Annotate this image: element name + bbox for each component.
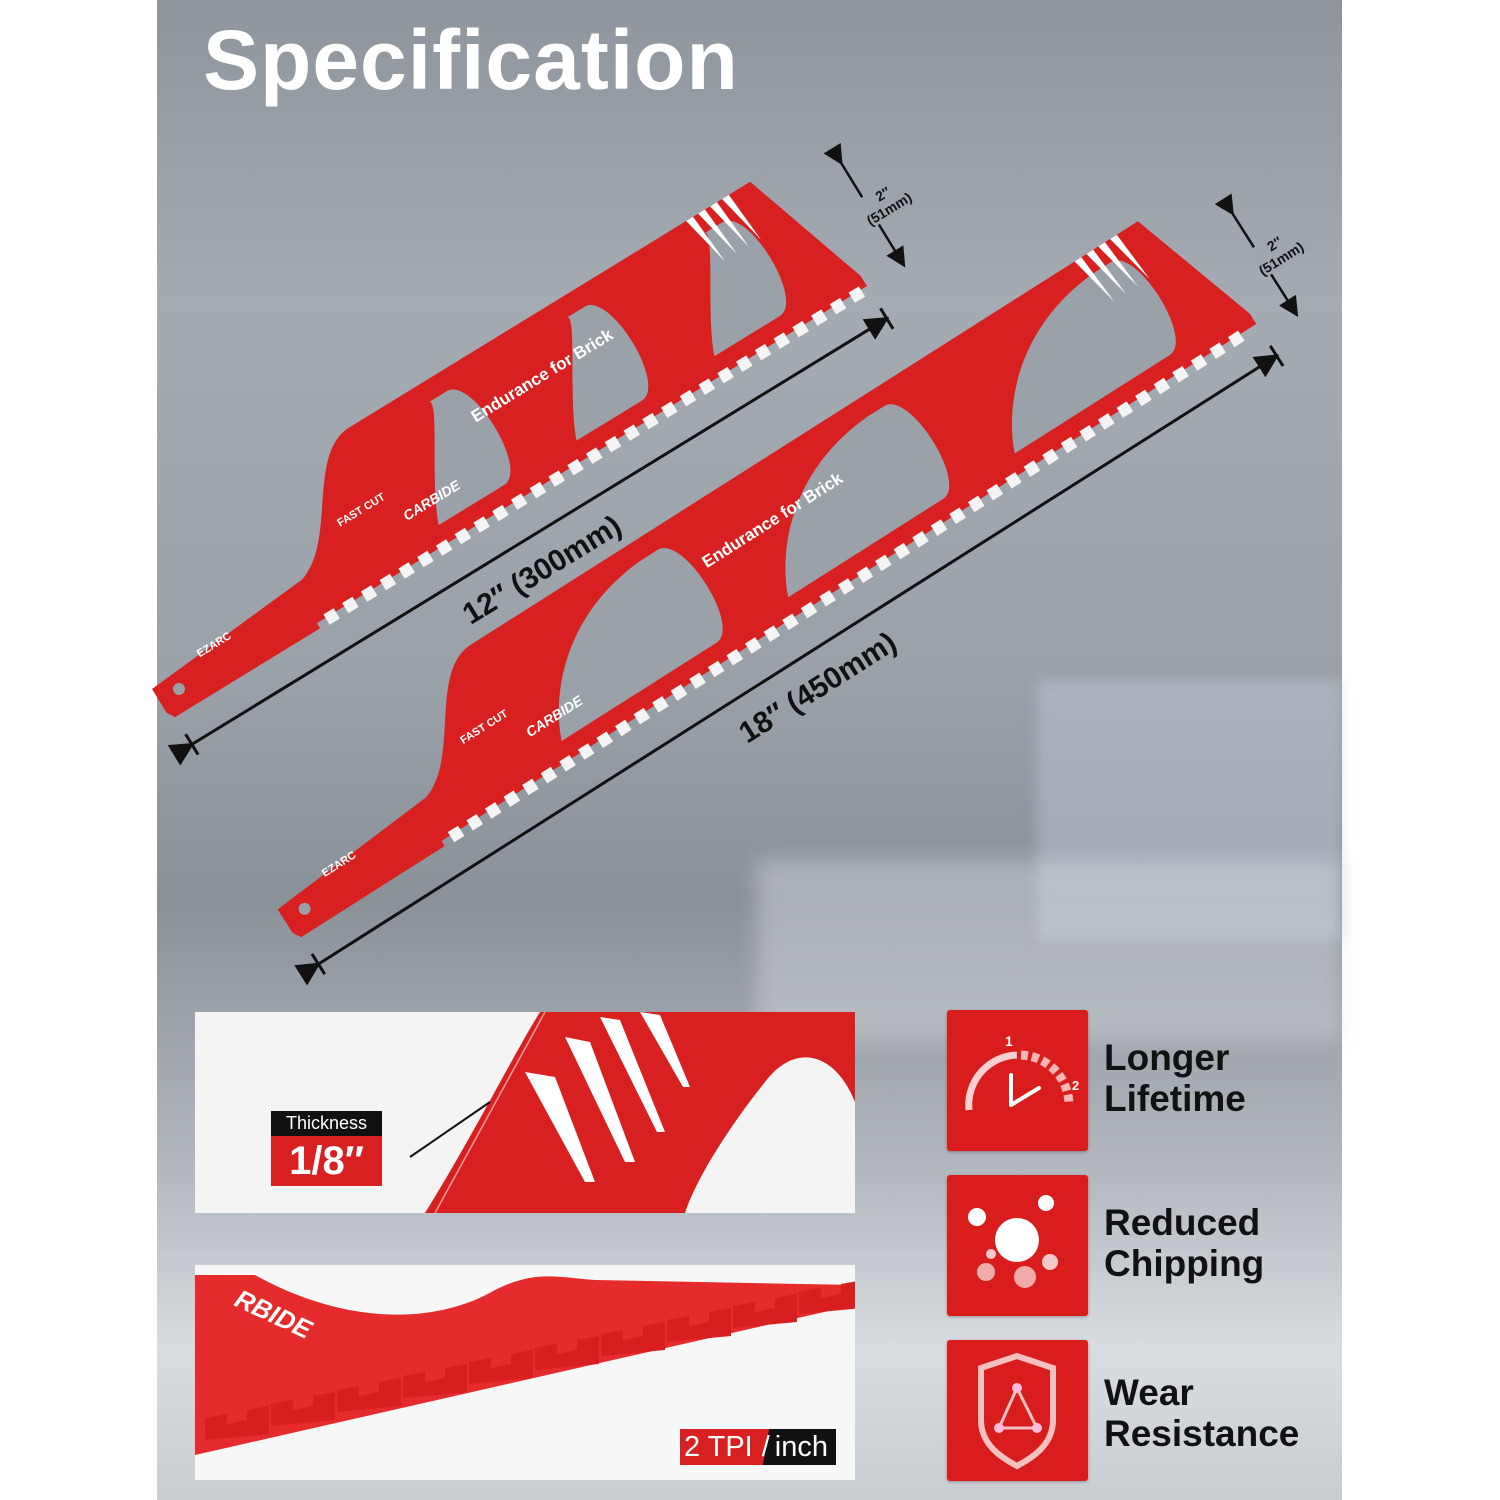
thickness-badge: Thickness 1/8″ — [271, 1111, 382, 1186]
tpi-value: 2 TPI — [679, 1429, 759, 1465]
speedometer-icon: 1 2 — [947, 1010, 1088, 1151]
blade-closeup — [425, 1012, 855, 1213]
height-dimension-2: 2″ (51mm) — [1214, 193, 1317, 317]
thickness-detail-panel: Thickness 1/8″ — [195, 1012, 855, 1213]
claw-mark — [686, 216, 726, 262]
tooth-closeup — [337, 1378, 401, 1412]
claw-mark — [1086, 249, 1127, 294]
claw-mark — [1074, 257, 1115, 302]
height-dimension-1: 2″ (51mm) — [823, 142, 925, 268]
svg-text:2: 2 — [1072, 1078, 1079, 1093]
teeth-detail-panel: RBIDE 2 TPI / inch — [195, 1265, 855, 1480]
tooth-closeup — [205, 1406, 269, 1440]
claw-mark — [722, 194, 761, 240]
teeth-closeup — [205, 1281, 855, 1440]
tpi-badge: 2 TPI / inch — [679, 1429, 836, 1465]
tpi-unit: inch — [772, 1429, 836, 1465]
tooth-closeup — [601, 1322, 665, 1356]
tooth-closeup — [271, 1392, 335, 1426]
claw-mark — [698, 209, 738, 255]
page-title: Specification — [203, 13, 739, 107]
thickness-label: Thickness — [271, 1111, 382, 1136]
blade-tooth — [829, 297, 847, 315]
tooth-closeup — [733, 1294, 797, 1328]
svg-text:1: 1 — [1005, 1033, 1013, 1049]
shield-icon — [947, 1340, 1088, 1481]
blade-tooth — [848, 286, 866, 303]
tooth-closeup — [535, 1336, 599, 1370]
particles-icon — [947, 1175, 1088, 1316]
tpi-separator: / — [758, 1429, 773, 1465]
blade-tooth — [1227, 330, 1245, 348]
blades-illustration: Endurance for Brick FAST CUT CARBIDE EZA… — [152, 142, 1317, 986]
claw-mark — [1110, 234, 1150, 279]
claw-mark — [710, 202, 750, 247]
length-dimension-line — [294, 354, 1280, 986]
tooth-closeup — [403, 1364, 467, 1398]
tooth-closeup — [799, 1281, 855, 1314]
claw-mark — [1098, 242, 1138, 287]
claw-marks-graphic — [525, 1012, 690, 1182]
thickness-pointer — [409, 1101, 491, 1158]
thickness-value: 1/8″ — [271, 1136, 382, 1186]
tooth-closeup — [469, 1350, 533, 1384]
tooth-closeup — [667, 1308, 731, 1342]
